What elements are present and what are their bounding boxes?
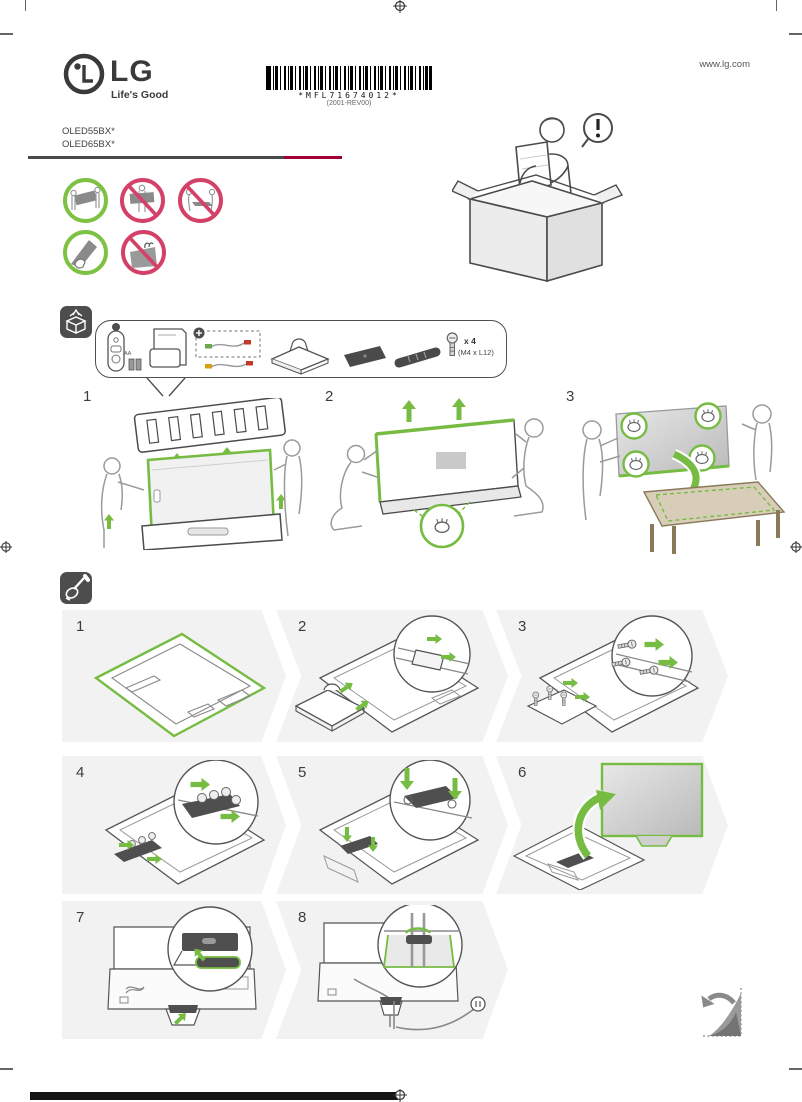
- cable-holder-icon: [394, 347, 441, 368]
- barcode: *MFL71674012* (2001-REV00): [266, 66, 432, 107]
- stand-base-icon: [270, 338, 330, 375]
- model-number-1: OLED55BX*: [62, 126, 115, 137]
- assembly-step-3-number: 3: [518, 618, 527, 635]
- unpack-step-2-number: 2: [325, 388, 334, 405]
- header-rule-accent: [284, 156, 342, 159]
- no-carry-flat-icon: [178, 178, 223, 223]
- page-turn-icon: [701, 988, 742, 1037]
- power-plug-icon: [395, 996, 486, 1031]
- lg-logo-icon: [63, 53, 105, 95]
- brand-name: LG: [110, 55, 154, 88]
- assembly-step-7: 7: [62, 901, 286, 1039]
- assembly-step-2-number: 2: [298, 618, 307, 635]
- brand-tagline: Life's Good: [111, 89, 169, 101]
- registration-mark: [789, 1068, 802, 1070]
- assembly-step-6-number: 6: [518, 764, 527, 781]
- model-number-2: OLED65BX*: [62, 138, 115, 150]
- barcode-revision: (2001-REV00): [326, 100, 372, 107]
- ok-hold-edge-icon: [63, 230, 108, 275]
- assembly-step-8: 8: [276, 901, 508, 1039]
- assembly-step-1-illustration: [93, 632, 267, 738]
- assembly-step-5-illustration: [318, 760, 480, 885]
- unpack-step-2-illustration: [330, 398, 544, 549]
- no-carry-alone-icon: [120, 178, 165, 223]
- print-color-bar: [30, 1092, 398, 1100]
- no-touch-screen-icon: [121, 230, 166, 275]
- assembly-step-6-illustration: [512, 762, 704, 890]
- header-rule: [28, 156, 284, 159]
- assembly-step-6: 6: [496, 756, 728, 894]
- batteries-icon: [128, 358, 142, 371]
- registration-target: [0, 541, 12, 553]
- accessories-box-icon: [60, 306, 92, 338]
- registration-mark: [25, 0, 26, 11]
- screw-icon: [446, 332, 458, 357]
- screw-spec: (M4 x L12): [458, 348, 494, 357]
- registration-target: [790, 541, 802, 553]
- assembly-step-2: 2: [276, 610, 508, 742]
- assembly-step-1-number: 1: [76, 618, 85, 635]
- assembly-step-7-illustration: [107, 906, 257, 1028]
- cables-icon: [193, 327, 261, 369]
- remote-control-icon: [107, 323, 125, 372]
- registration-mark: [0, 1068, 13, 1070]
- exclamation-icon: [581, 113, 613, 148]
- assembly-step-5: 5: [276, 756, 508, 894]
- model-numbers: OLED55BX* OLED65BX*: [62, 126, 115, 151]
- unpack-step-3-illustration: [582, 402, 786, 554]
- assembly-step-3: 3: [496, 610, 728, 742]
- registration-mark: [0, 33, 13, 35]
- battery-label: AA: [124, 351, 132, 357]
- ok-carry-two-people-icon: [63, 178, 108, 223]
- registration-mark: [776, 0, 777, 11]
- registration-mark: [789, 33, 802, 35]
- assembly-step-8-number: 8: [298, 909, 307, 926]
- assembly-step-5-number: 5: [298, 764, 307, 781]
- manual-icon: [149, 328, 187, 368]
- website-url: www.lg.com: [699, 59, 750, 70]
- stand-rear-cover-icon: [344, 346, 386, 367]
- assembly-step-2-illustration: [294, 615, 480, 733]
- registration-target: [393, 1089, 407, 1102]
- registration-target: [393, 0, 407, 13]
- accessories-panel: x 4 (M4 x L12) AA: [95, 320, 507, 378]
- assembly-step-8-illustration: [317, 905, 486, 1031]
- assembly-step-4-number: 4: [76, 764, 85, 781]
- assembly-step-7-number: 7: [76, 909, 85, 926]
- assembly-step-3-illustration: [526, 615, 700, 733]
- assembly-step-4-illustration: [104, 760, 266, 885]
- assembly-step-4: 4: [62, 756, 286, 894]
- accessories-pointer: [146, 378, 186, 397]
- unpack-step-3-number: 3: [566, 388, 575, 405]
- unboxing-illustration: [452, 113, 624, 283]
- unpack-step-1-number: 1: [83, 388, 92, 405]
- screw-count: x 4: [464, 336, 476, 346]
- unpack-step-1-illustration: [100, 398, 303, 550]
- screwdriver-icon: [60, 572, 92, 604]
- assembly-step-1: 1: [62, 610, 286, 742]
- barcode-bars: [266, 66, 432, 90]
- barcode-text: *MFL71674012*: [298, 91, 400, 100]
